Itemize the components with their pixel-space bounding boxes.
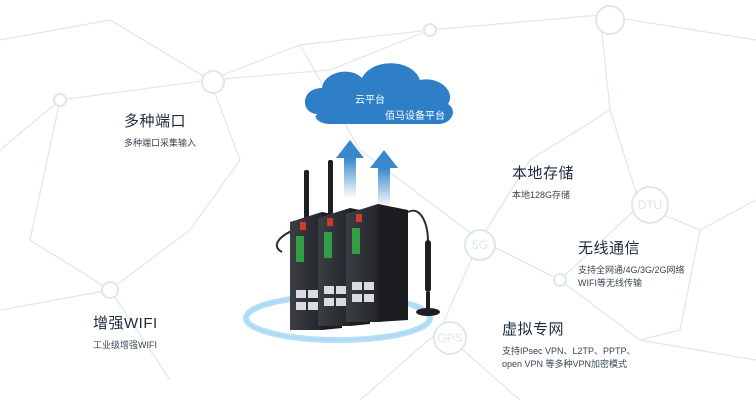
feature-desc-line-1: 支持全网通/4G/3G/2G网络 xyxy=(578,265,685,275)
feature-desc: 工业级增强WIFI xyxy=(93,340,157,350)
feature-enhanced-wifi: 增强WIFI 工业级增强WIFI xyxy=(93,312,158,352)
feature-title: 增强WIFI xyxy=(93,315,158,332)
feature-title: 无线通信 xyxy=(578,240,641,257)
five-g-node xyxy=(464,229,496,261)
feature-wireless: 无线通信 支持全网通/4G/3G/2G网络 WIFI等无线传输 xyxy=(578,237,685,290)
feature-title: 本地存储 xyxy=(512,165,575,182)
device-platform-label: 佰马设备平台 xyxy=(385,109,445,122)
network-nodes xyxy=(53,5,669,355)
feature-desc: 支持IPsec VPN、L2TP、PPTP、 open VPN 等多种VPN加密… xyxy=(502,345,636,371)
five-g-label: 5G xyxy=(472,238,488,252)
feature-title: 多种端口 xyxy=(124,113,187,130)
feature-desc-line-1: 支持IPsec VPN、L2TP、PPTP、 xyxy=(502,346,636,356)
feature-desc: 多种端口采集输入 xyxy=(124,138,197,148)
feature-local-storage: 本地存储 本地128G存储 xyxy=(512,162,574,202)
cloud-icon xyxy=(304,63,453,124)
cloud-platform-label: 云平台 xyxy=(355,93,385,106)
feature-title: 虚拟专网 xyxy=(502,321,565,338)
upload-arrow-left xyxy=(336,140,364,198)
upload-arrow-right xyxy=(370,150,398,208)
feature-desc: 支持全网通/4G/3G/2G网络 WIFI等无线传输 xyxy=(578,264,685,290)
feature-desc-line-2: open VPN 等多种VPN加密模式 xyxy=(502,359,628,369)
router-device xyxy=(275,160,440,330)
dtu-label: DTU xyxy=(638,198,663,212)
gps-label: GPS xyxy=(437,331,462,345)
feature-desc-line-2: WIFI等无线传输 xyxy=(578,278,642,288)
dtu-node xyxy=(631,186,669,224)
feature-vpn: 虚拟专网 支持IPsec VPN、L2TP、PPTP、 open VPN 等多种… xyxy=(502,318,636,371)
feature-multi-port: 多种端口 多种端口采集输入 xyxy=(124,110,196,150)
feature-desc: 本地128G存储 xyxy=(512,190,571,200)
gps-node xyxy=(433,321,467,355)
